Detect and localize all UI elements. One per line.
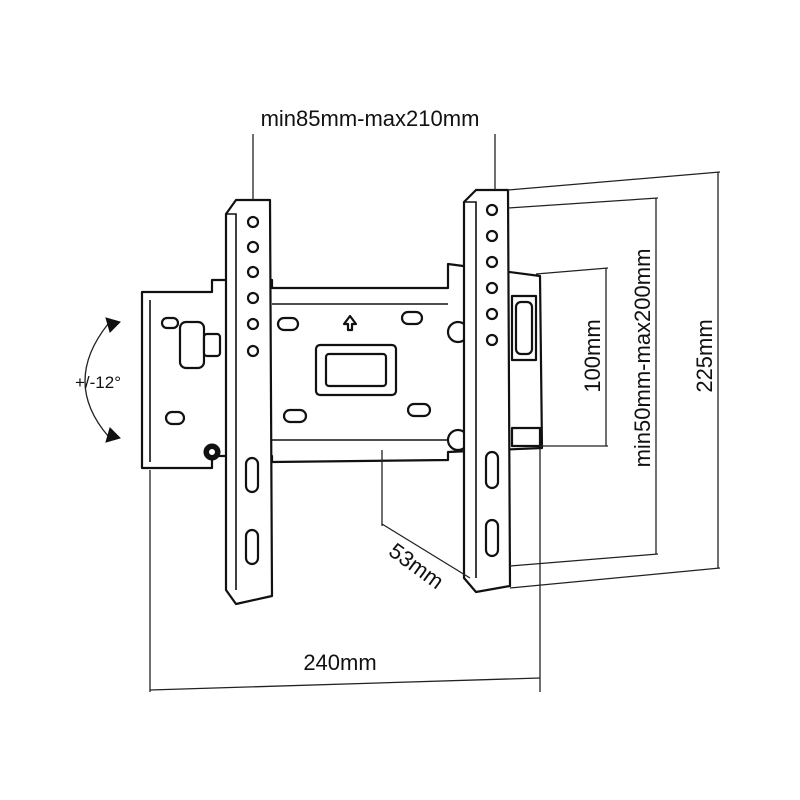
left-vertical-arm xyxy=(224,198,274,606)
vertical-spacing-label: min50mm-max200mm xyxy=(630,249,655,468)
tilt-label: +/-12° xyxy=(75,373,121,392)
mounting-slot xyxy=(160,316,180,330)
mounting-slot xyxy=(164,410,186,426)
inner-height-label: 100mm xyxy=(580,319,605,392)
horizontal-spacing-label: min85mm-max210mm xyxy=(261,106,480,131)
mounting-slot xyxy=(282,408,308,424)
total-width-label: 240mm xyxy=(303,650,376,675)
tilt-knob-left xyxy=(178,320,222,461)
total-height-label: 225mm xyxy=(692,319,717,392)
arrow-head-icon xyxy=(105,317,121,333)
dimension-lines xyxy=(84,134,721,692)
mounting-slot xyxy=(400,310,424,326)
depth-label: 53mm xyxy=(384,538,448,594)
up-arrow-icon xyxy=(342,314,358,332)
mounting-slot xyxy=(276,316,300,332)
arrow-head-icon xyxy=(105,427,121,443)
mounting-slot xyxy=(406,402,432,418)
tilt-arc xyxy=(84,323,109,437)
right-vertical-arm xyxy=(462,188,512,594)
